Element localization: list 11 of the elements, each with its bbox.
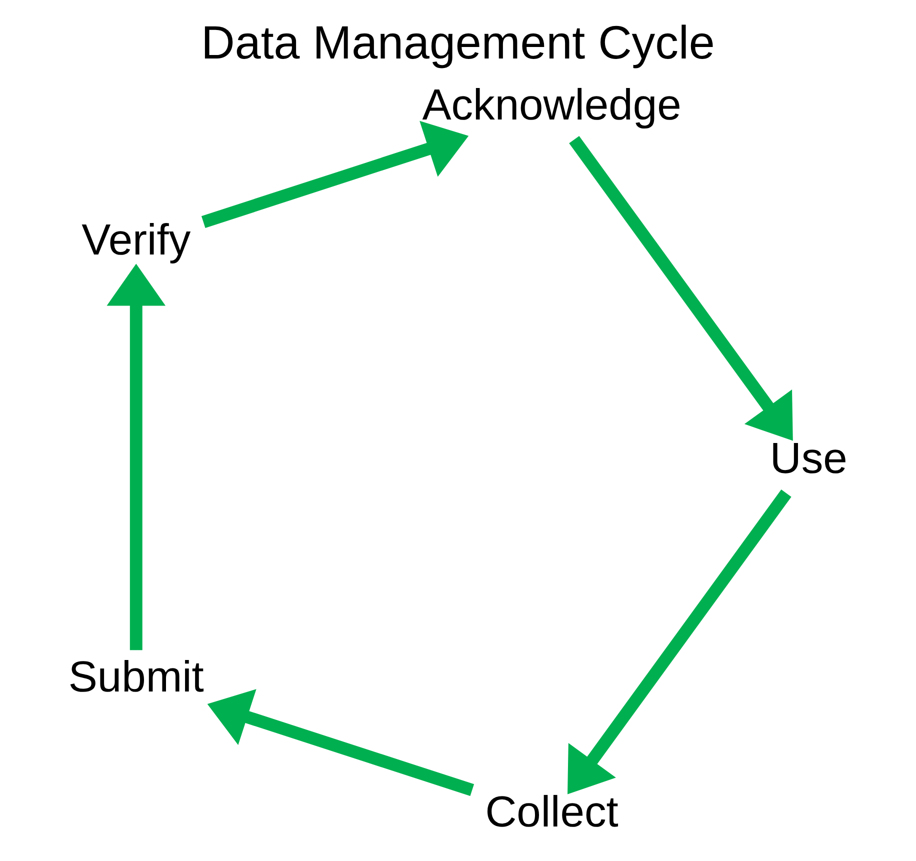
node-text: Acknowledge (422, 82, 682, 130)
arrow (106, 264, 166, 650)
arrow (569, 136, 793, 441)
arrow (201, 120, 469, 228)
node-text: Collect (485, 788, 618, 837)
arrow (568, 490, 792, 794)
node-text: Use (770, 435, 848, 484)
node-text: Submit (68, 654, 204, 702)
arrow (207, 689, 474, 796)
diagram-title: Data Management Cycle (201, 16, 715, 68)
node-text: Verify (82, 216, 191, 265)
